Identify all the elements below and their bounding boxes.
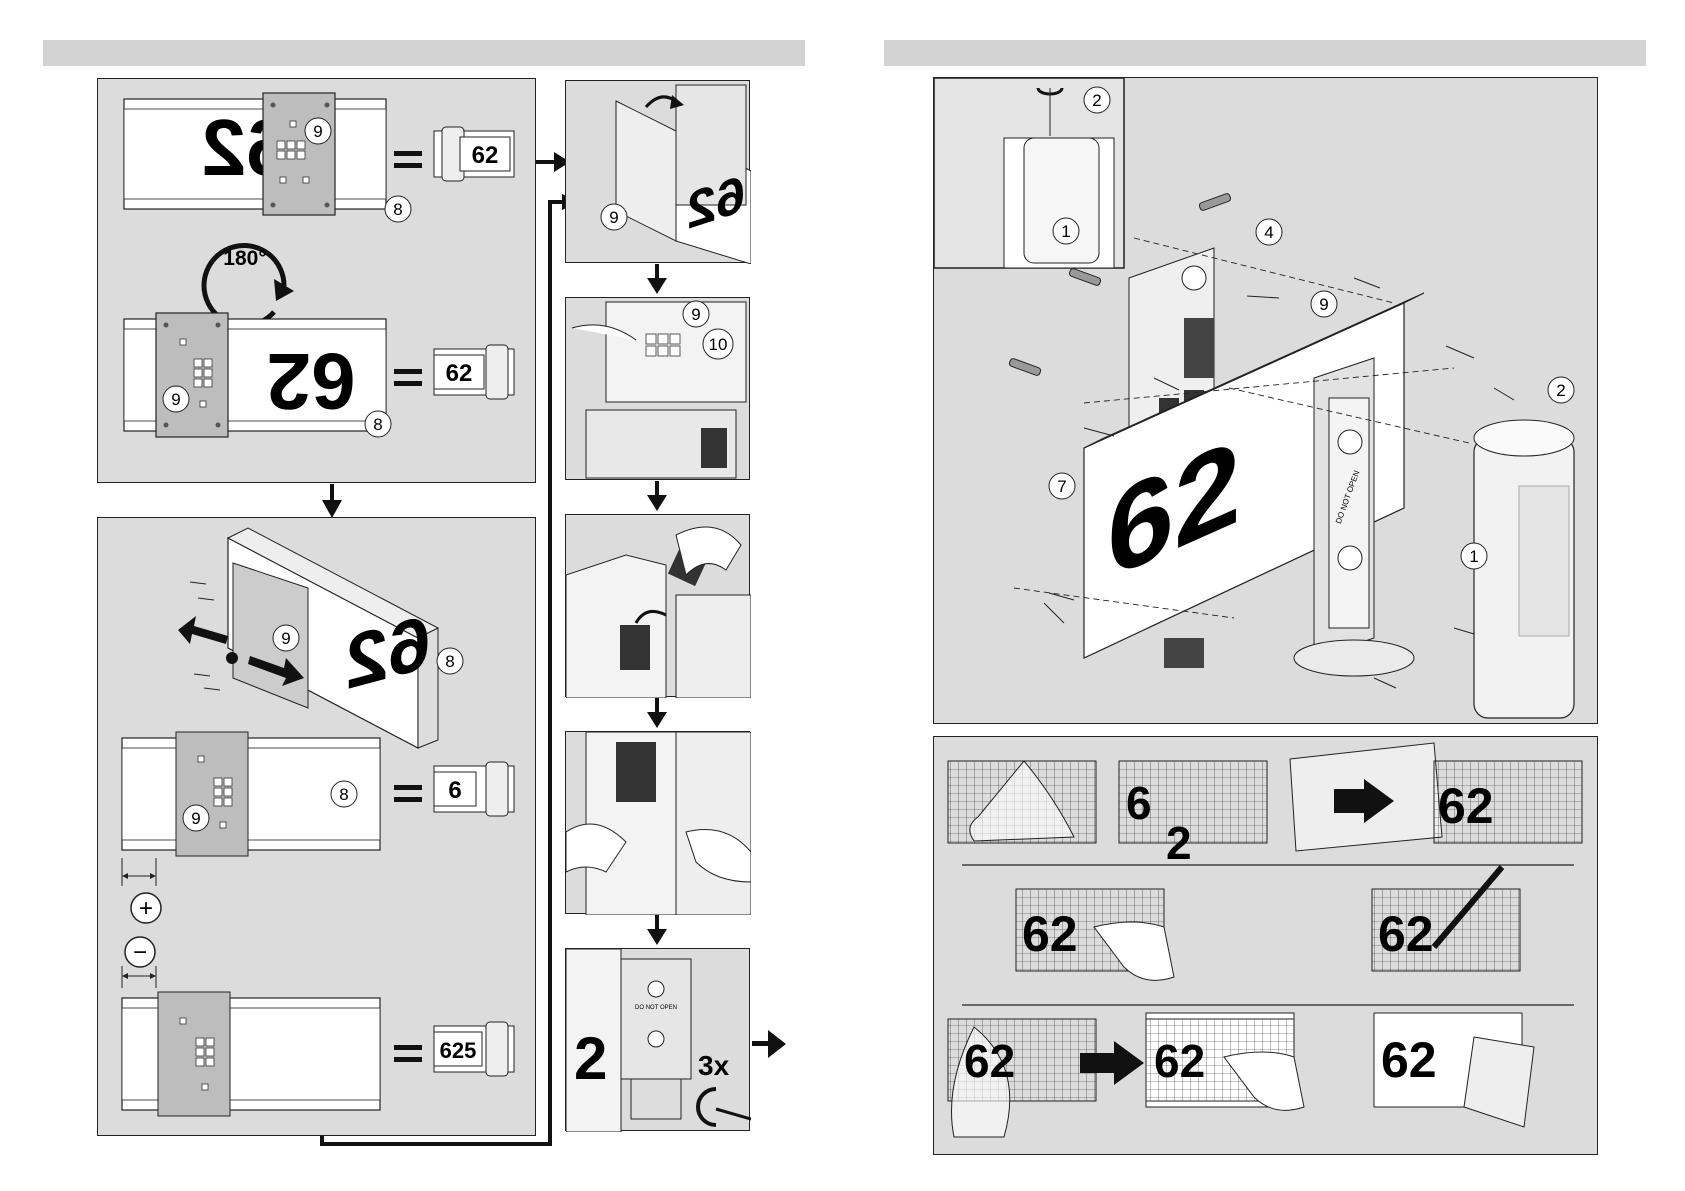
arrow-right-icon (752, 1030, 788, 1058)
callout-2-a: 2 (1092, 91, 1101, 110)
callout-9-a: 9 (313, 122, 322, 141)
row1-digit-first: 6 (1126, 777, 1152, 829)
plus-indicator: + (139, 895, 153, 922)
flow-line-horizontal (320, 1142, 552, 1146)
step-3-panel (565, 514, 750, 697)
callout-8-b: 8 (373, 415, 382, 434)
row3-number-final: 62 (1381, 1032, 1437, 1088)
callout-9-f: 9 (691, 305, 700, 324)
step-1-panel: 62 9 (565, 80, 750, 263)
step5-digit: 2 (574, 1025, 607, 1092)
right-header-bar (884, 40, 1646, 66)
callout-4: 4 (1264, 223, 1273, 242)
row3-number-b: 62 (1154, 1035, 1205, 1087)
panel-orientation: 62 9 8 62 180° (97, 78, 536, 483)
minus-indicator: − (133, 939, 147, 966)
panel-length-adjust: 62 9 8 9 8 6 (97, 517, 536, 1136)
row1-digit-second: 2 (1166, 817, 1192, 869)
result-three-digit: 625 (440, 1038, 477, 1063)
step-4-panel (565, 731, 750, 914)
callout-9-c: 9 (281, 629, 290, 648)
step-2-panel: 9 10 (565, 297, 750, 480)
callout-7: 7 (1057, 477, 1066, 496)
callout-1-a: 1 (1061, 222, 1070, 241)
repeat-count: 3x (698, 1050, 730, 1081)
callout-1-b: 1 (1469, 547, 1478, 566)
left-header-bar (43, 40, 805, 66)
arrow-down-icon (645, 481, 669, 513)
row3-number-a: 62 (964, 1035, 1015, 1087)
row2-number-b: 62 (1378, 906, 1434, 962)
callout-8-a: 8 (393, 200, 402, 219)
callout-9-g: 9 (1319, 295, 1328, 314)
row2-number-a: 62 (1022, 906, 1078, 962)
hand-icon (676, 527, 741, 575)
screwdriver-icon (698, 1089, 716, 1125)
step-5-panel: 2 DO NOT OPEN 3x (565, 948, 750, 1131)
arrow-down-icon (645, 915, 669, 947)
rotation-label: 180° (223, 247, 266, 270)
callout-9-d: 9 (191, 809, 200, 828)
arrow-down-icon (645, 698, 669, 730)
result-single-digit: 6 (448, 777, 461, 804)
panel-digit-application: 6 2 62 62 62 62 62 62 (933, 736, 1598, 1155)
callout-2-b: 2 (1556, 381, 1565, 400)
row1-number: 62 (1438, 778, 1494, 834)
callout-9-e: 9 (609, 208, 618, 227)
callout-9-b: 9 (171, 390, 180, 409)
panel-exploded-view: 2 1 4 9 62 7 DO NOT OPEN (933, 77, 1598, 724)
step5-warning-text: DO NOT OPEN (635, 1005, 677, 1011)
callout-8-c: 8 (445, 652, 454, 671)
rotated-number: 62 (267, 337, 356, 426)
result-number-a: 62 (472, 142, 499, 169)
flow-line-vertical (548, 200, 552, 1146)
arrow-down-icon (645, 264, 669, 296)
callout-8-d: 8 (339, 785, 348, 804)
callout-10: 10 (709, 335, 728, 354)
arrow-down-icon (320, 484, 344, 520)
result-number-b: 62 (446, 360, 473, 387)
